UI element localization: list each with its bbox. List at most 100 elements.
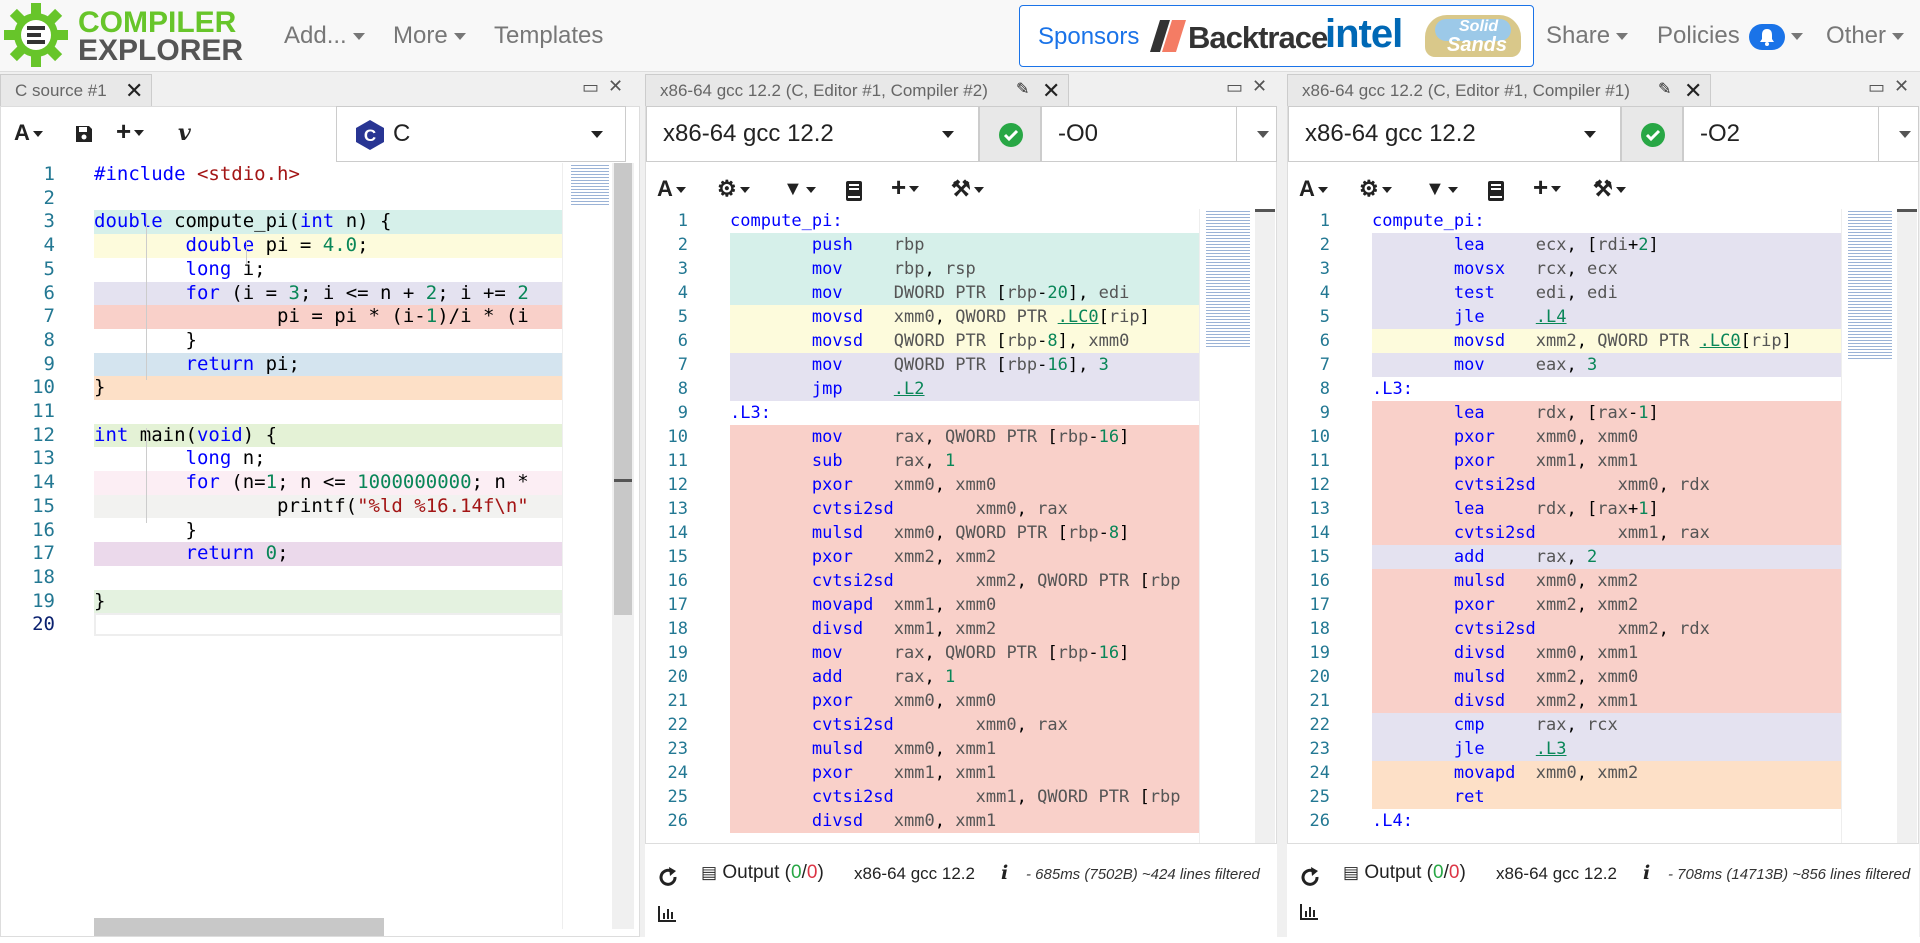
chart-icon[interactable] [657,905,677,923]
code-line: lea ecx, [rdi+2] [1372,233,1841,257]
font-icon[interactable]: A [657,176,686,202]
font-icon[interactable]: A [14,120,43,146]
nav-share[interactable]: Share [1546,22,1629,50]
code-line: } [94,376,562,400]
line-number: 25 [1309,787,1330,807]
code-line: pxor xmm2, xmm2 [730,545,1199,569]
gear-icon[interactable]: ⚙ [1359,176,1392,202]
compile-status [1621,106,1683,162]
wrench-icon[interactable]: ⚒ [1593,176,1626,202]
compiler-2-flags-input[interactable]: -O0 [1041,106,1277,162]
close-icon[interactable]: ✕ [125,78,144,103]
line-number: 3 [677,259,688,279]
plus-icon[interactable]: + [891,172,920,203]
language-label: C [393,120,411,147]
filter-icon[interactable]: ▼ [783,178,816,201]
maximize-icon[interactable]: ▭ [1868,77,1886,97]
code-text: double pi = 4.0; [185,234,369,257]
line-number: 8 [43,328,55,351]
editor-scrollbar[interactable] [612,163,634,929]
editor-toolbar: A + v C C [0,106,640,162]
solidsands-logo: Solid Sands [1425,15,1521,57]
line-number: 12 [1309,475,1330,495]
code-text: mov rax, QWORD PTR [rbp-16] [811,643,1130,663]
line-number: 17 [1309,595,1330,615]
nav-add[interactable]: Add... [284,22,365,50]
compiler-1-select[interactable]: x86-64 gcc 12.2 [1288,106,1621,162]
code-text: divsd xmm1, xmm2 [811,619,997,639]
tab-compiler-2[interactable]: x86-64 gcc 12.2 (C, Editor #1, Compiler … [645,74,1069,106]
language-select[interactable]: C C [336,106,626,162]
code-text: divsd xmm2, xmm1 [1453,691,1639,711]
close-icon[interactable]: ✕ [1894,76,1910,96]
maximize-icon[interactable]: ▭ [1226,77,1244,97]
maximize-icon[interactable]: ▭ [582,77,600,97]
close-icon[interactable]: ✕ [1684,78,1703,103]
code-line [94,613,562,637]
wrench-icon[interactable]: ⚒ [951,176,984,202]
line-number: 5 [677,307,688,327]
nav-templates[interactable]: Templates [494,22,604,49]
code-line: lea rdx, [rax-1] [1372,401,1841,425]
compiler-1-flags-input[interactable]: -O2 [1683,106,1919,162]
plus-icon[interactable]: + [1533,172,1562,203]
code-line: compute_pi: [1372,209,1841,233]
gear-icon[interactable]: ⚙ [717,176,750,202]
filter-icon[interactable]: ▼ [1425,178,1458,201]
compiler-1-asm[interactable]: compute_pi:1 lea ecx, [rdi+2]2 movsx rcx… [1288,209,1841,843]
nav-more[interactable]: More [393,22,466,50]
book-icon[interactable] [845,180,863,202]
chart-icon[interactable] [1299,903,1319,921]
compiler-1-minimap[interactable] [1841,209,1897,843]
code-text: } [94,589,106,612]
code-text: lea rdx, [rax-1] [1453,403,1659,423]
info-icon[interactable]: i [1643,862,1651,884]
output-button[interactable]: ▤ Output (0/0) [701,862,824,883]
vim-icon[interactable]: v [178,120,191,146]
compile-stats: - 685ms (7502B) ~424 lines filtered [1026,866,1260,883]
refresh-icon[interactable] [657,866,679,888]
nav-policies[interactable]: Policies [1657,22,1804,50]
brand-line1: COMPILER [78,6,237,39]
compiler-1-scrollbar[interactable] [1897,209,1917,843]
nav-other[interactable]: Other [1826,22,1905,50]
code-text: pxor xmm2, xmm2 [1453,595,1639,615]
line-number: 8 [677,379,688,399]
code-line: compute_pi: [730,209,1199,233]
code-text: return pi; [185,352,300,375]
line-number: 16 [667,571,688,591]
code-line: cvtsi2sd xmm0, rax [730,713,1199,737]
font-icon[interactable]: A [1299,176,1328,202]
flags-dropdown[interactable] [1878,107,1918,161]
compiler-2-scrollbar[interactable] [1255,209,1275,843]
tab-c-source[interactable]: C source #1 ✕ [0,74,152,106]
pencil-icon[interactable]: ✎ [1658,81,1672,98]
logo[interactable]: COMPILER EXPLORER [3,2,243,70]
chevron-down-icon [591,131,603,138]
output-button[interactable]: ▤ Output (0/0) [1343,862,1466,883]
info-icon[interactable]: i [1001,862,1009,884]
code-text: pi = pi * (i-1)/i * (i [94,305,529,328]
pencil-icon[interactable]: ✎ [1016,81,1030,98]
book-icon[interactable] [1487,180,1505,202]
close-icon[interactable]: ✕ [608,76,624,96]
line-number: 3 [1319,259,1330,279]
editor-hscrollbar[interactable] [94,918,384,936]
compiler-2-minimap[interactable] [1199,209,1255,843]
code-text: divsd xmm0, xmm1 [1453,643,1639,663]
tab-compiler-1[interactable]: x86-64 gcc 12.2 (C, Editor #1, Compiler … [1287,74,1711,106]
compiler-2-select[interactable]: x86-64 gcc 12.2 [646,106,979,162]
close-icon[interactable]: ✕ [1252,76,1268,96]
code-line: add rax, 2 [1372,545,1841,569]
sponsors-box[interactable]: Sponsors Backtrace intel Solid Sands [1019,5,1534,67]
plus-icon[interactable]: + [116,116,145,147]
save-icon[interactable] [74,124,94,144]
sponsors-label: Sponsors [1038,23,1140,50]
flags-dropdown[interactable] [1236,107,1276,161]
refresh-icon[interactable] [1299,866,1321,888]
close-icon[interactable]: ✕ [1042,78,1061,103]
editor-minimap[interactable] [562,163,612,929]
sands-label: Sands [1447,34,1508,56]
